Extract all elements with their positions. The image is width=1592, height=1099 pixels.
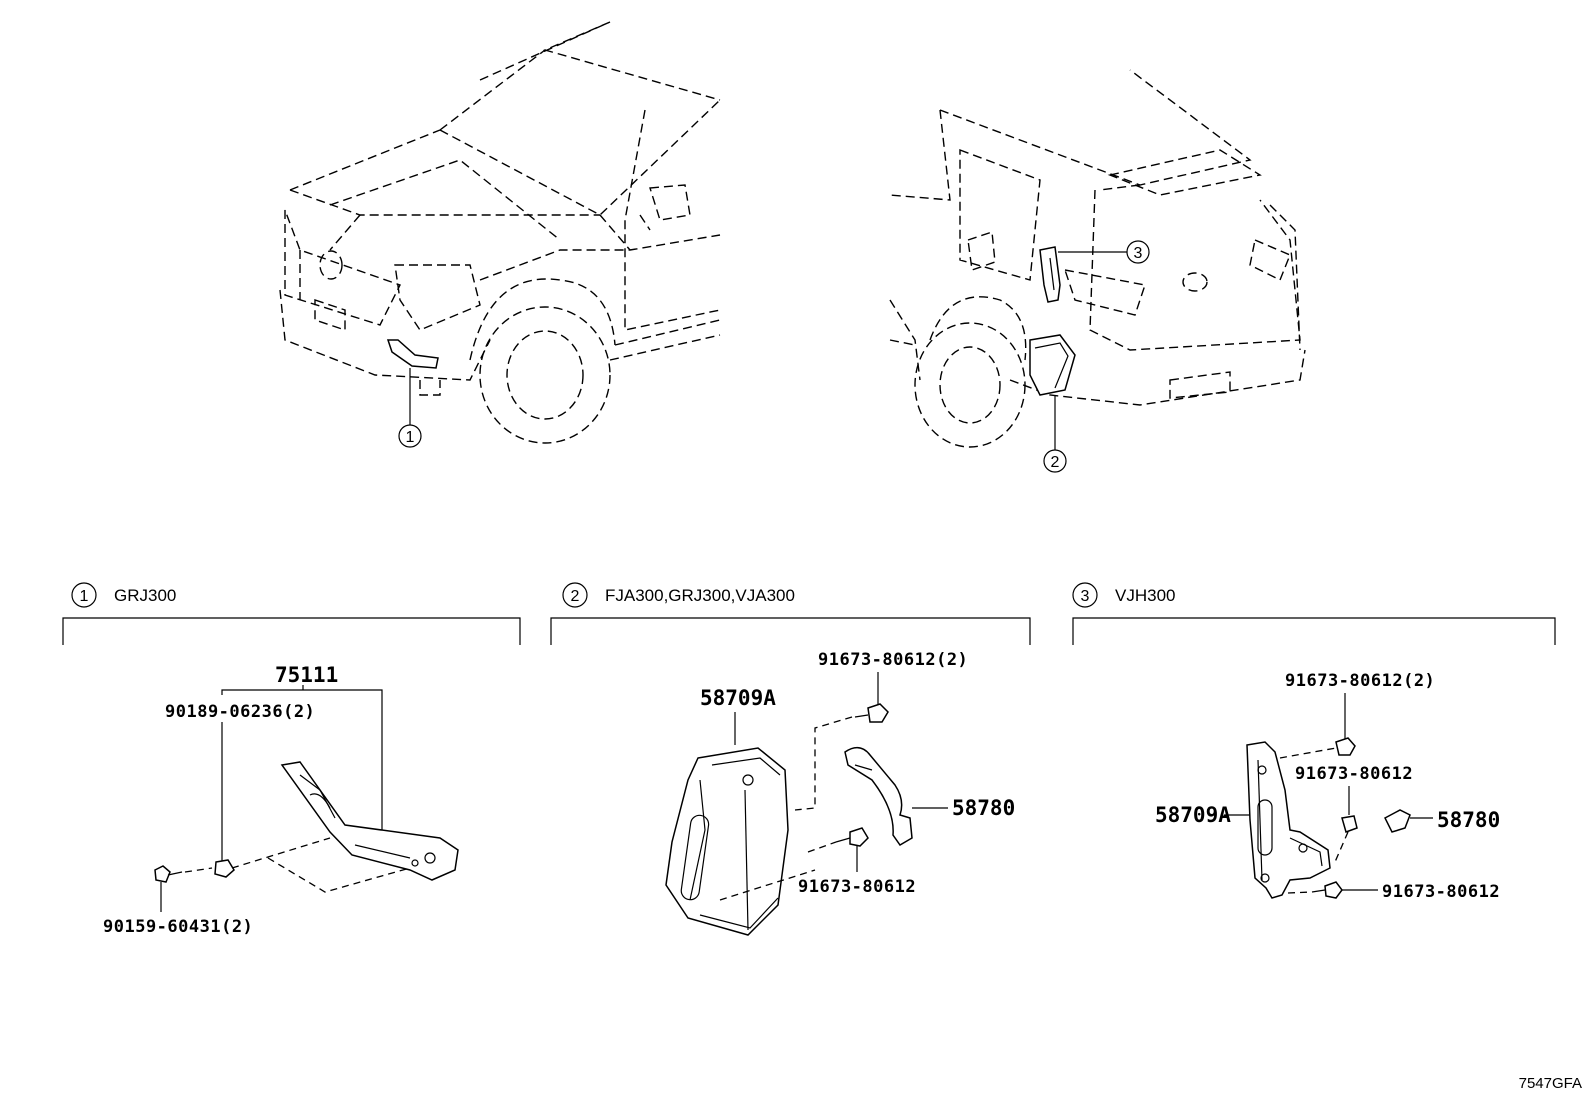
rear-vehicle-view: 3 2 <box>889 69 1306 473</box>
diagram-code: 7547GFA <box>1519 1075 1582 1092</box>
section-1: 1 GRJ300 75111 90189-06236(2) 90159-6043… <box>62 582 521 937</box>
section-1-assembly-label: 75111 <box>275 663 338 687</box>
section-2-model: FJA300,GRJ300,VJA300 <box>605 586 795 605</box>
rear-view-callout-3: 3 <box>1134 245 1143 262</box>
section-3-bottom-bolt-label: 91673-80612 <box>1382 882 1500 902</box>
section-2-number: 2 <box>571 588 580 605</box>
section-1-screw-label: 90159-60431(2) <box>103 917 253 937</box>
section-2: 2 FJA300,GRJ300,VJA300 91673-80612(2) 58… <box>550 582 1031 936</box>
section-3-bracket-label: 58709A <box>1155 803 1231 827</box>
section-1-clip-label: 90189-06236(2) <box>165 702 315 722</box>
section-2-bottom-bolt-label: 91673-80612 <box>798 877 916 897</box>
section-1-number: 1 <box>80 588 89 605</box>
section-3-top-bolt-label: 91673-80612(2) <box>1285 671 1435 691</box>
section-2-top-bolt-label: 91673-80612(2) <box>818 650 968 670</box>
section-3-model: VJH300 <box>1115 586 1175 605</box>
rear-view-callout-2: 2 <box>1051 454 1060 471</box>
section-2-bracket-label: 58709A <box>700 686 776 710</box>
section-1-model: GRJ300 <box>114 586 176 605</box>
section-2-sensor-label: 58780 <box>952 796 1015 820</box>
section-3-mid-bolt-label: 91673-80612 <box>1295 764 1413 784</box>
section-3-number: 3 <box>1081 588 1090 605</box>
section-3-sensor-label: 58780 <box>1437 808 1500 832</box>
section-3: 3 VJH300 91673-80612(2) 91673-80612 5870… <box>1072 582 1556 902</box>
front-view-callout-1: 1 <box>406 429 415 446</box>
front-vehicle-view: 1 <box>279 21 721 448</box>
